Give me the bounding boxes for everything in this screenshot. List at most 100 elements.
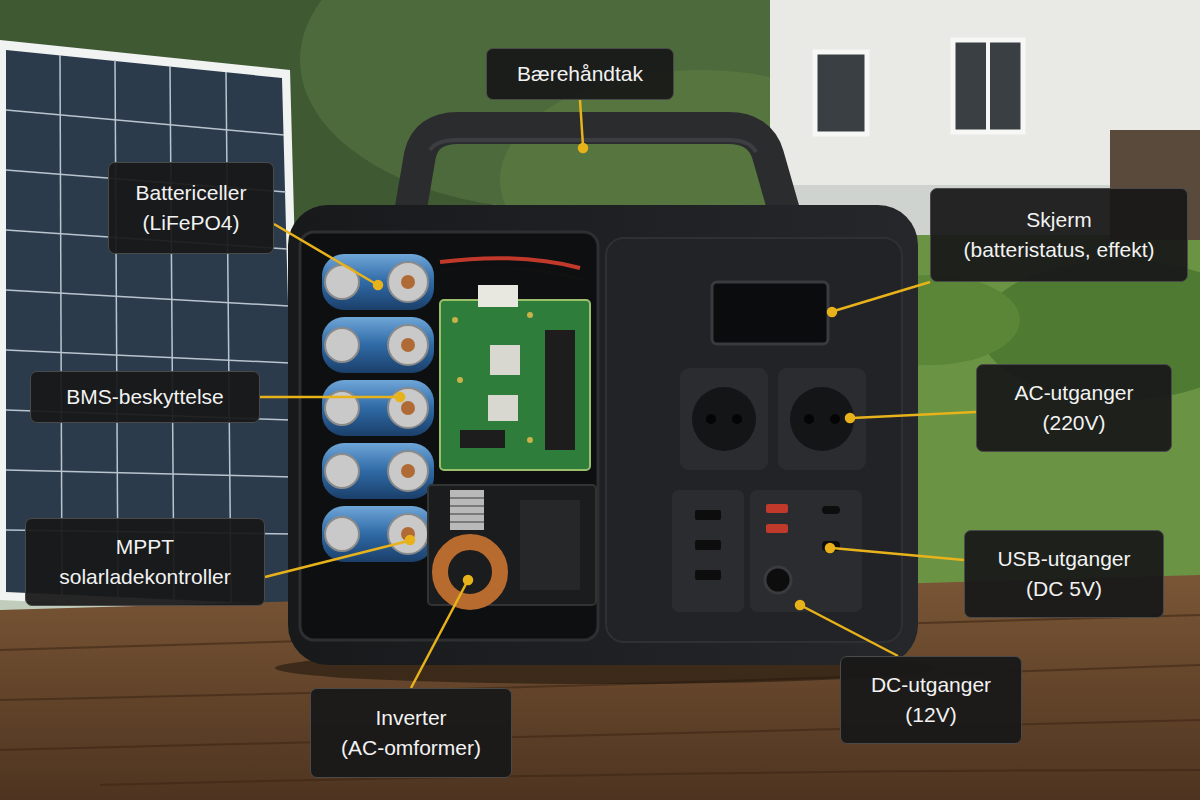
inverter-board-circle [440,542,500,602]
leader-lines-circle [374,281,382,289]
carry-handle-path [430,140,756,152]
bms-board-g-circle [457,377,463,383]
leader-lines-line [274,224,376,284]
house-line [986,40,990,132]
battery-cells-rect [322,506,434,562]
front-panel-g-rect [695,510,721,520]
device-body-rect [606,238,902,642]
front-panel-g-rect [695,570,721,580]
front-panel-rect [750,490,862,612]
battery-cells-g-circle [388,451,428,491]
inverter-board-rect [428,485,596,605]
leader-lines-circle [396,393,404,401]
battery-cells-g-circle [388,262,428,302]
front-panel-g-rect [766,524,788,533]
inverter-board-g-line [450,513,484,515]
inverter-board-rect [520,500,580,590]
solar-panel-g-line [6,290,289,306]
leader-lines-circle [406,536,414,544]
callout-box: Skjerm (batteristatus, effekt) [930,188,1188,282]
house-rect [815,52,867,134]
part-label: USB-utganger (DC 5V) [997,544,1130,605]
inverter-board-circle [459,561,481,583]
part-label: MPPT solarladekontroller [59,532,231,593]
part-label: AC-utganger (220V) [1014,378,1133,439]
bms-board-rect [488,395,518,421]
inverter-board-g-line [450,521,484,523]
bms-board-rect [490,345,520,375]
solar-panel-polygon [0,40,305,615]
bms-board-rect [440,300,590,470]
front-panel-g-circle [706,414,716,424]
battery-cells-g-circle [401,401,415,415]
leader-lines-line [834,282,930,311]
front-panel-g [706,414,840,424]
leader-lines-circle [828,308,836,316]
battery-cells-g-circle [401,275,415,289]
solar-panel-g-line [115,60,118,597]
leader-lines-circle [796,601,804,609]
leader-lines-line [580,100,583,146]
callout-box: USB-utganger (DC 5V) [964,530,1164,618]
leader-lines-circle [826,544,834,552]
callout-box: Inverter (AC-omformer) [310,688,512,778]
bms-board-g-circle [527,437,533,443]
front-panel-circle [692,387,756,451]
inverter-board-g-line [450,497,484,499]
device-body-rect [288,205,918,665]
part-label: Bærehåndtak [517,59,643,89]
inverter-board-rect [450,490,484,530]
callout-box: BMS-beskyttelse [30,371,260,423]
front-panel-g-circle [830,414,840,424]
front-panel-g-circle [732,414,742,424]
front-panel-g [766,504,788,533]
part-label: BMS-beskyttelse [66,382,224,412]
callout-box: Bærehåndtak [486,48,674,100]
solar-panel-g-line [6,470,293,477]
battery-cells-g-circle [401,464,415,478]
callout-box: Battericeller (LiFePO4) [108,162,274,254]
front-panel-circle [765,567,791,593]
part-label: Inverter (AC-omformer) [341,703,481,764]
battery-cells-g-circle [325,517,359,551]
bms-board-rect [460,430,505,448]
wooden-table-g-path [100,770,1200,785]
battery-cells-g-circle [388,514,428,554]
front-panel-g-rect [695,540,721,550]
battery-cells-rect [322,443,434,499]
front-panel-g-rect [822,506,840,514]
solar-panel-g-line [6,110,284,135]
part-label: Battericeller (LiFePO4) [136,178,247,239]
leader-lines-circle [464,576,472,584]
part-label: Skjerm (batteristatus, effekt) [963,205,1154,266]
battery-cells-g [325,262,428,554]
front-panel-rect [778,368,866,470]
bms-board-g [452,312,533,443]
leader-lines-circle [846,414,854,422]
battery-cells-g-circle [401,338,415,352]
leader-lines-line [411,582,467,688]
leader-lines-circle [579,144,587,152]
front-panel-rect [672,490,744,612]
front-panel-g [695,510,721,580]
bms-board-rect [478,285,518,307]
battery-cells-rect [322,380,434,436]
battery-cells-g-circle [325,328,359,362]
front-panel-g-rect [766,504,788,513]
inverter-board-g-line [450,505,484,507]
battery-cells-g-circle [325,454,359,488]
bms-board [440,285,590,470]
solar-panel [0,40,305,615]
device-body-rect [300,232,598,640]
bms-board-rect [545,330,575,450]
bms-board-g-circle [452,317,458,323]
leader-lines-line [265,541,408,577]
solar-panel-g-line [6,350,290,363]
leader-lines-line [802,606,898,656]
front-panel-g [822,506,840,551]
front-panel-circle [790,387,854,451]
battery-cells-g-circle [388,325,428,365]
